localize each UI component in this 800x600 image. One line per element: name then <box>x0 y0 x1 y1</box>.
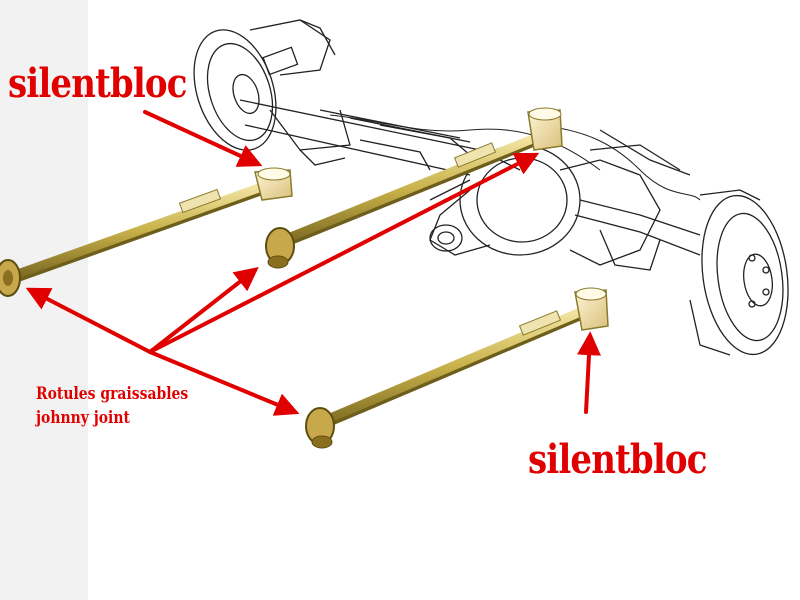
arrow-to-silentbloc-2 <box>148 152 540 354</box>
rod-upper-left <box>0 167 293 297</box>
silentbloc-label-bottom: silentbloc <box>528 436 707 483</box>
arrow-to-silentbloc-3 <box>577 331 601 414</box>
paper-background <box>88 0 800 600</box>
annotation-arrows <box>25 110 601 416</box>
arrow-to-silentbloc-1 <box>143 110 263 167</box>
rear-axle-drawing <box>193 19 789 356</box>
right-brake-disc <box>689 189 789 356</box>
rotules-label-line1: Rotules graissables <box>36 384 189 404</box>
rotules-label: Rotules graissables johnny joint <box>36 382 188 430</box>
rotules-label-line2: johnny joint <box>36 408 130 428</box>
arrow-to-joint-1 <box>25 287 152 354</box>
differential <box>429 129 701 271</box>
arrow-to-joint-2 <box>148 267 259 354</box>
rod-lower <box>305 287 609 449</box>
arrow-to-joint-3 <box>148 350 300 416</box>
rod-upper-middle <box>265 107 563 269</box>
silentbloc-label-top: silentbloc <box>8 60 187 107</box>
